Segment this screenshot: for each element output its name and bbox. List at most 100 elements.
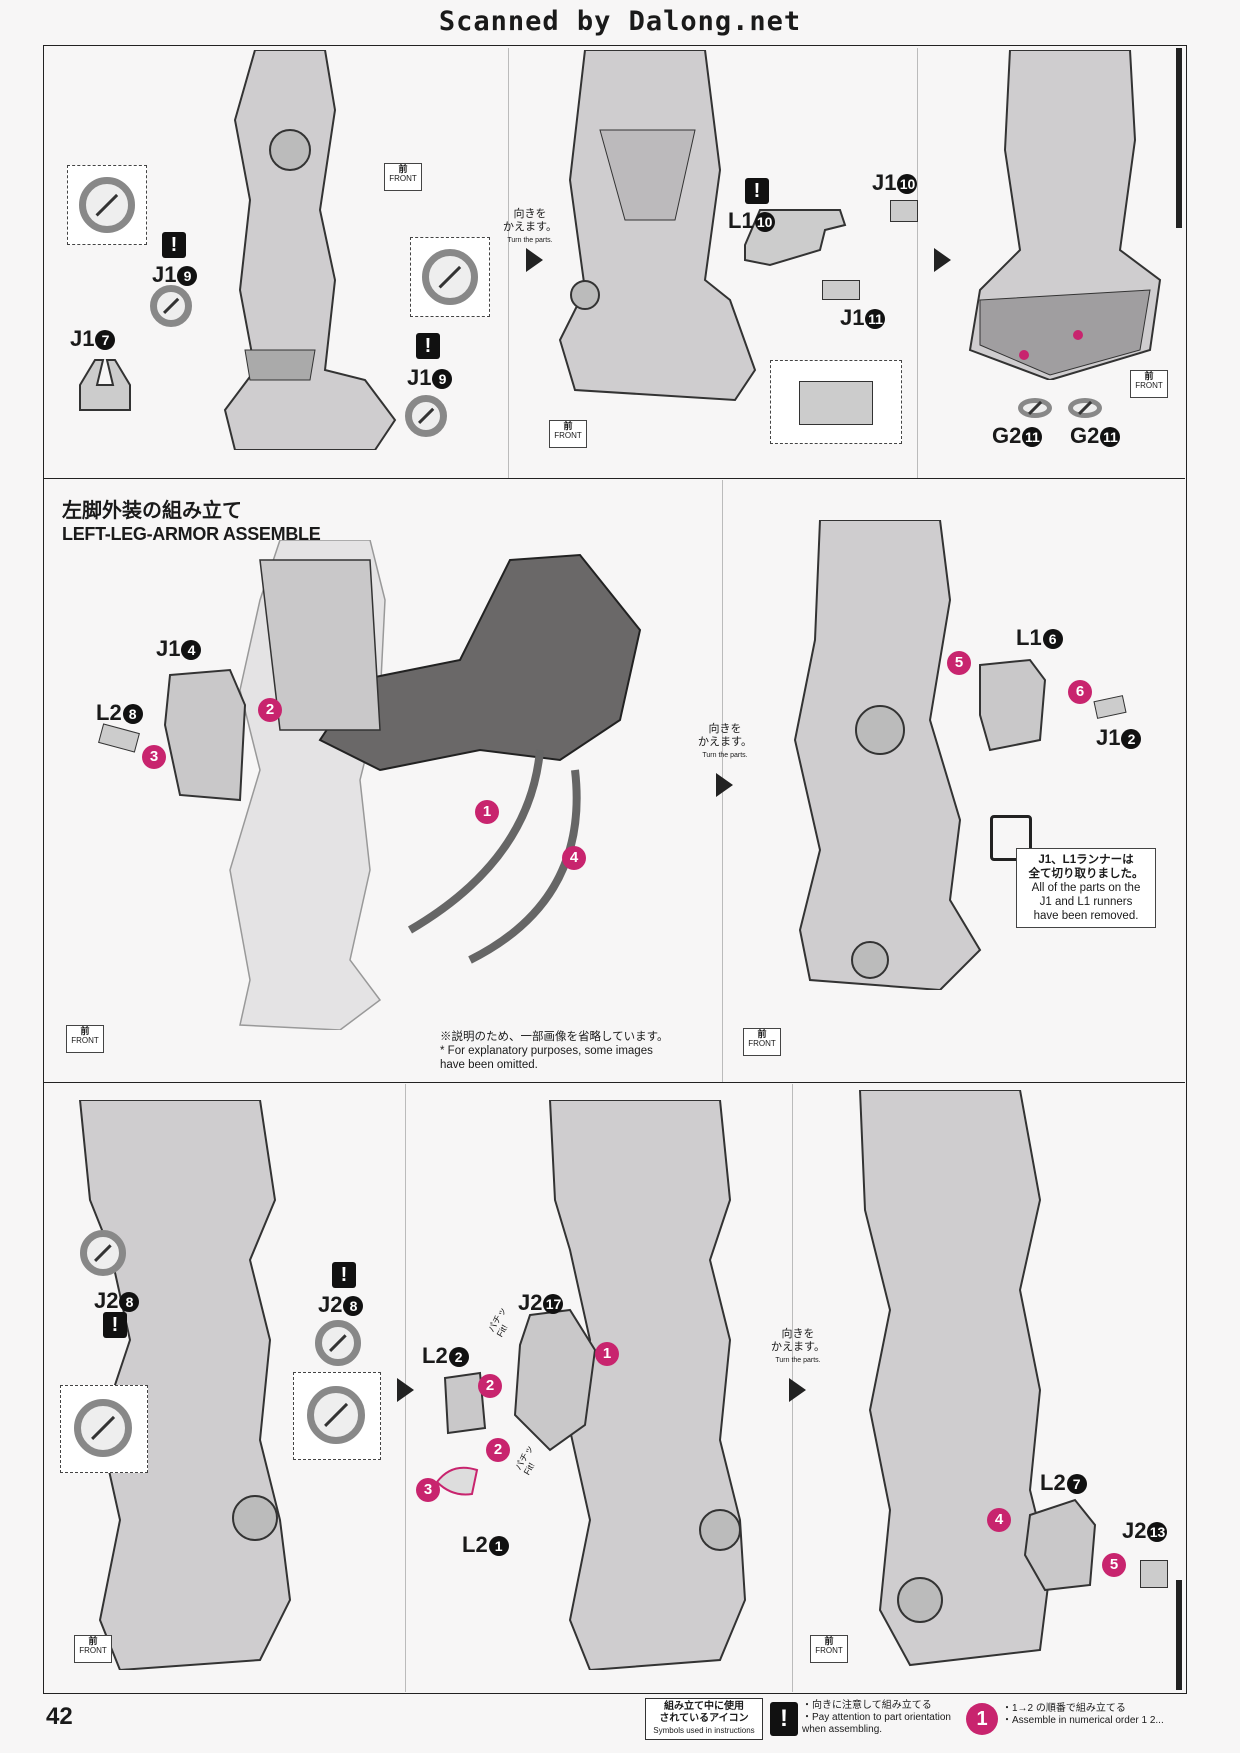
peg-ring-detail bbox=[422, 249, 478, 305]
part-j1-4-armor bbox=[163, 668, 247, 802]
part-j2-8-ring bbox=[315, 1320, 361, 1366]
leg-knee-figure-2 bbox=[548, 1100, 747, 1670]
part-l2-7-armor bbox=[1023, 1498, 1097, 1592]
symbols-legend-title: 組み立て中に使用 されているアイコン Symbols used in instr… bbox=[645, 1698, 763, 1740]
step-marker-2: 2 bbox=[486, 1438, 510, 1462]
panel-divider bbox=[917, 48, 918, 478]
step-marker-3: 3 bbox=[416, 1478, 440, 1502]
next-step-arrow bbox=[397, 1378, 414, 1402]
omit-note: ※説明のため、一部画像を省略しています。 * For explanatory p… bbox=[440, 1030, 710, 1072]
runner-removed-note: J1、L1ランナーは 全て切り取りました。 All of the parts o… bbox=[1016, 848, 1156, 928]
part-j1-9-ring bbox=[150, 285, 192, 327]
edge-tab-1 bbox=[1176, 48, 1182, 228]
turn-parts-note: 向きを かえます。Turn the parts. bbox=[698, 723, 752, 759]
leg-armor-figure-2 bbox=[793, 520, 982, 990]
warn-legend-jp: ・向きに注意して組み立てる bbox=[802, 1700, 932, 1711]
part-l2-2-piece bbox=[443, 1371, 487, 1435]
next-step-arrow bbox=[789, 1378, 806, 1402]
step-marker-1: 1 bbox=[475, 800, 499, 824]
section-title-jp: 左脚外装の組み立て bbox=[62, 500, 242, 522]
row-divider-1 bbox=[43, 478, 1185, 479]
leg-lower-figure-2 bbox=[558, 50, 757, 402]
leg-lower-figure-3 bbox=[968, 50, 1162, 380]
omit-note-en: * For explanatory purposes, some images … bbox=[440, 1045, 653, 1071]
detail-inset-ring-1 bbox=[67, 165, 147, 245]
scanned-by-banner: Scanned by Dalong.net bbox=[438, 6, 802, 37]
order-icon: 1 bbox=[966, 1703, 998, 1735]
next-step-arrow bbox=[526, 248, 543, 272]
omit-note-jp: ※説明のため、一部画像を省略しています。 bbox=[440, 1031, 669, 1043]
warning-icon: ! bbox=[162, 232, 186, 258]
socket-detail bbox=[799, 381, 873, 425]
warning-icon: ! bbox=[416, 333, 440, 359]
part-j1-10-block bbox=[890, 200, 918, 222]
warn-legend: ・向きに注意して組み立てる ・Pay attention to part ori… bbox=[802, 1700, 962, 1736]
page-frame bbox=[43, 45, 1187, 1694]
leg-lower-figure-1 bbox=[223, 50, 397, 450]
part-j1-7-clip bbox=[79, 359, 131, 411]
part-j1-11-block bbox=[822, 280, 860, 300]
step-marker-3: 3 bbox=[142, 745, 166, 769]
part-l2-1-piece bbox=[435, 1466, 479, 1496]
page-number: 42 bbox=[46, 1703, 73, 1730]
part-j2-17-armor bbox=[513, 1308, 597, 1452]
warning-icon: ! bbox=[770, 1702, 798, 1736]
runner-note-jp: J1、L1ランナーは 全て切り取りました。 bbox=[1028, 854, 1144, 880]
part-l1-6-armor bbox=[979, 658, 1047, 752]
step-marker-5: 5 bbox=[1102, 1553, 1126, 1577]
part-j1-9-ring bbox=[405, 395, 447, 437]
turn-parts-note: 向きを かえます。Turn the parts. bbox=[771, 1328, 825, 1364]
step-marker-2: 2 bbox=[258, 698, 282, 722]
section-title-en: LEFT-LEG-ARMOR ASSEMBLE bbox=[62, 524, 321, 544]
rotate-arrows bbox=[407, 749, 581, 964]
detail-inset-ring-2 bbox=[410, 237, 490, 317]
step-marker-5: 5 bbox=[947, 651, 971, 675]
order-legend: ・1→2 の順番で組み立てる ・Assemble in numerical or… bbox=[1002, 1703, 1182, 1727]
edge-tab-2 bbox=[1176, 1580, 1182, 1690]
leg-armor-figure-1 bbox=[229, 540, 642, 1030]
detail-inset-ring-3 bbox=[60, 1385, 148, 1473]
step-marker-1: 1 bbox=[595, 1342, 619, 1366]
turn-parts-note: 向きを かえます。Turn the parts. bbox=[503, 208, 557, 244]
peg-ring-detail bbox=[79, 177, 135, 233]
step-marker-4: 4 bbox=[562, 846, 586, 870]
warning-icon: ! bbox=[332, 1262, 356, 1288]
warning-icon: ! bbox=[103, 1312, 127, 1338]
runner-note-en: All of the parts on the J1 and L1 runner… bbox=[1031, 882, 1141, 922]
warning-icon: ! bbox=[745, 178, 769, 204]
legend-title-jp: 組み立て中に使用 されているアイコン bbox=[659, 1701, 749, 1724]
order-legend-en: ・Assemble in numerical order 1 2... bbox=[1002, 1715, 1164, 1726]
step-marker-6: 6 bbox=[1068, 680, 1092, 704]
detail-inset-socket bbox=[770, 360, 902, 444]
part-g2-11-washer bbox=[1018, 398, 1052, 418]
row-divider-2 bbox=[43, 1082, 1185, 1083]
part-j2-8-ring bbox=[80, 1230, 126, 1276]
next-step-arrow bbox=[934, 248, 951, 272]
panel-divider bbox=[508, 48, 509, 478]
part-g2-11-washer bbox=[1068, 398, 1102, 418]
part-j2-13-piece bbox=[1140, 1560, 1168, 1588]
